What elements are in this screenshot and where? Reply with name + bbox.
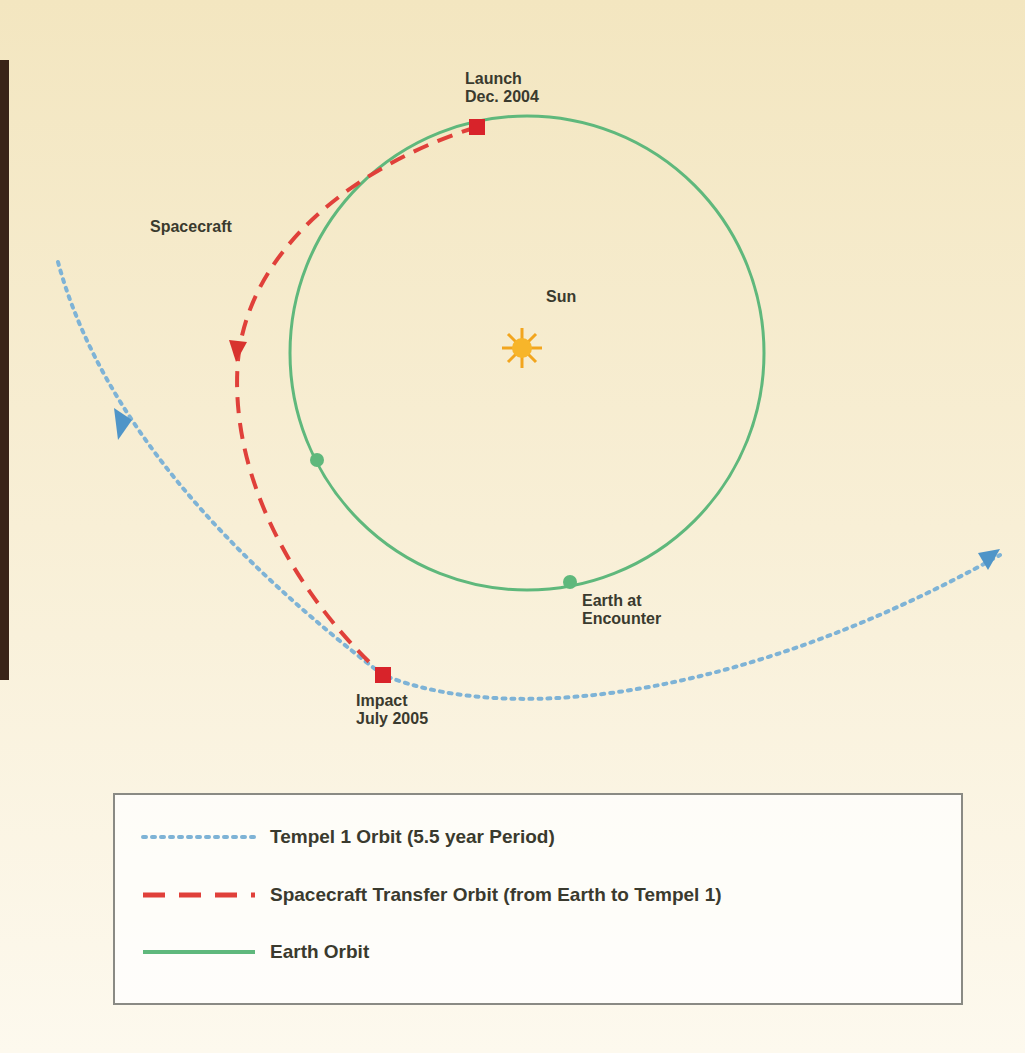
legend-solid-sample	[143, 950, 255, 954]
earth-marker	[563, 575, 577, 589]
photo-edge	[0, 60, 9, 680]
legend-dotted-sample	[143, 835, 255, 839]
orbit-label: Sun	[546, 288, 606, 306]
legend-text: Spacecraft Transfer Orbit (from Earth to…	[270, 884, 722, 906]
earth-orbit	[290, 116, 764, 590]
orbit-label: Launch Dec. 2004	[465, 70, 543, 107]
legend-dashed-sample	[143, 893, 255, 898]
sun-symbol	[502, 328, 542, 368]
transfer-arrowhead	[229, 340, 247, 362]
impact-marker	[375, 667, 391, 683]
orbit-arrowhead	[978, 549, 1000, 570]
orbit-arrowhead	[114, 408, 132, 440]
orbit-label: Earth at Encounter	[582, 592, 664, 629]
legend-text: Tempel 1 Orbit (5.5 year Period)	[270, 826, 555, 848]
tempel-orbit	[58, 262, 1000, 699]
earth-marker	[310, 453, 324, 467]
orbit-label: Impact July 2005	[356, 692, 436, 729]
launch-marker	[469, 119, 485, 135]
transfer-orbit	[237, 127, 477, 675]
legend-text: Earth Orbit	[270, 941, 369, 963]
orbit-label: Spacecraft	[150, 218, 270, 236]
legend-box: Tempel 1 Orbit (5.5 year Period) Spacecra…	[113, 793, 963, 1005]
